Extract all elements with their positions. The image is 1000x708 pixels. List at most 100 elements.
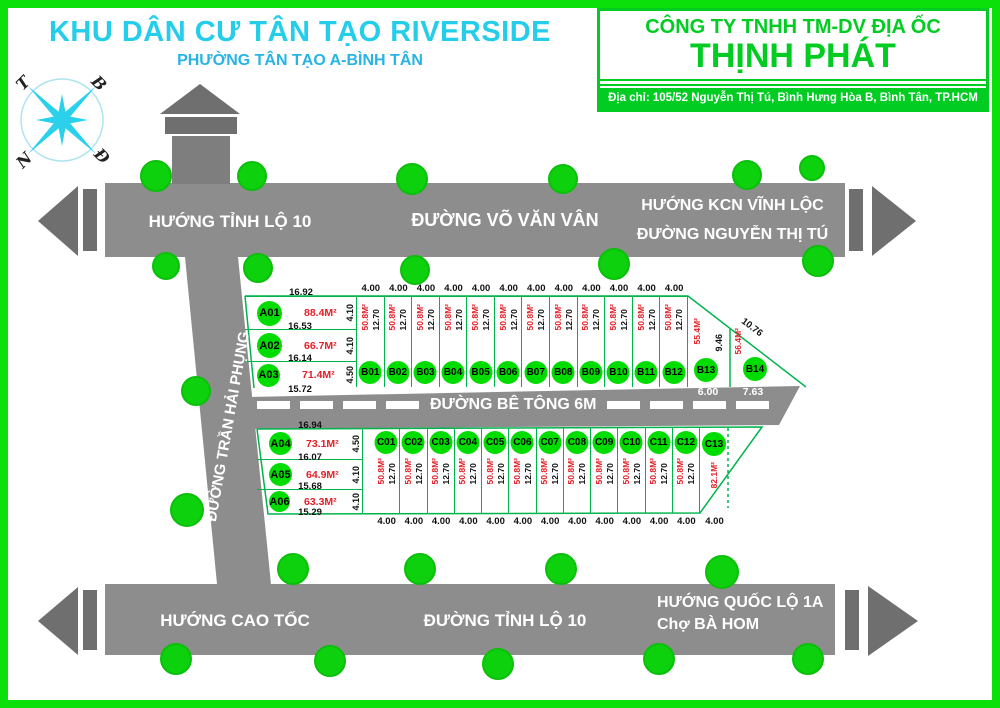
plot-id-badge: B02 bbox=[386, 361, 410, 384]
arrow-left-top-icon bbox=[38, 186, 78, 256]
dim-width: 4.00 bbox=[471, 283, 491, 294]
road-label-top-right-2: ĐƯỜNG NGUYỄN THỊ TÚ bbox=[636, 226, 829, 243]
dim-width: 4.00 bbox=[540, 516, 560, 527]
road-label-bottom-center: ĐƯỜNG TỈNH LỘ 10 bbox=[423, 611, 587, 630]
plot-cell: C02 50.8M² 12.70 bbox=[400, 428, 428, 513]
bottom-road bbox=[105, 584, 835, 655]
dim-width: 4.00 bbox=[431, 516, 451, 527]
company-separator bbox=[600, 79, 986, 86]
plot-id-badge: B11 bbox=[634, 361, 658, 384]
plot-cell: C05 50.8M² 12.70 bbox=[482, 428, 510, 513]
plot-id-badge: C07 bbox=[538, 431, 562, 454]
dim-width: 4.00 bbox=[637, 283, 656, 294]
compass-star bbox=[28, 86, 96, 154]
plot-cell: C07 50.8M² 12.70 bbox=[537, 428, 564, 513]
plot-cell: 50.8M² 12.70 B12 bbox=[660, 297, 688, 387]
top-road bbox=[105, 183, 845, 257]
dim-width: 4.00 bbox=[622, 516, 642, 527]
plot-area: 50.8M² bbox=[387, 304, 398, 331]
plot-area: 50.8M² bbox=[593, 458, 604, 485]
plot-depth: 12.70 bbox=[508, 309, 519, 331]
plot-area: 50.8M² bbox=[620, 458, 631, 485]
plot-area: 82.1M² bbox=[709, 462, 719, 489]
plot-cell: C03 50.8M² 12.70 bbox=[428, 428, 455, 513]
direction-arrows bbox=[38, 84, 918, 656]
compass-west-label: T bbox=[12, 71, 35, 94]
plot-depth: 12.70 bbox=[481, 309, 492, 331]
road-label-bottom-left: HƯỚNG CAO TỐC bbox=[160, 611, 310, 630]
compass-rose: B T N Đ bbox=[12, 71, 114, 173]
plot-area: 50.8M² bbox=[497, 304, 508, 331]
arrow-bar bbox=[83, 189, 97, 251]
plot-area: 50.8M² bbox=[442, 304, 453, 331]
dim-width: 4.00 bbox=[499, 283, 518, 294]
roads bbox=[105, 136, 845, 655]
plot-id-badge: A01 bbox=[257, 300, 282, 326]
plot-depth: 12.70 bbox=[495, 463, 506, 485]
arrow-bar bbox=[849, 189, 863, 251]
plot-id-badge: C12 bbox=[674, 431, 698, 454]
plot-id-badge: B06 bbox=[496, 361, 520, 384]
page-title: KHU DÂN CƯ TÂN TẠO RIVERSIDE bbox=[48, 16, 552, 48]
plot-cell: C08 50.8M² 12.70 bbox=[564, 428, 591, 513]
plot-cell: C10 50.8M² 12.70 bbox=[618, 428, 646, 513]
plot-id-badge: C09 bbox=[592, 431, 616, 454]
plot-area: 50.8M² bbox=[552, 304, 563, 331]
dim-side: 4.50 bbox=[345, 366, 355, 384]
plot-area: 55.4M² bbox=[692, 318, 702, 345]
plot-id-badge: C01 bbox=[374, 431, 398, 454]
plot-id-badge: C13 bbox=[702, 432, 726, 456]
plot-id-badge: C02 bbox=[401, 431, 425, 454]
plot-area: 66.7M² bbox=[304, 339, 337, 352]
plot-row: A06 63.3M² 4.10 bbox=[257, 490, 362, 513]
plot-cell: C01 50.8M² 12.70 bbox=[373, 428, 401, 513]
plot-depth: 12.70 bbox=[522, 463, 533, 485]
dim-width: 4.00 bbox=[377, 516, 396, 527]
plot-area: 50.8M² bbox=[359, 304, 370, 331]
plot-cell: 50.8M² 12.70 B11 bbox=[633, 297, 661, 387]
dim-width: 4.00 bbox=[416, 283, 436, 294]
plot-depth: 12.70 bbox=[646, 309, 657, 331]
plot-area: 50.8M² bbox=[457, 458, 468, 485]
plot-id-badge: B03 bbox=[413, 361, 437, 384]
dim-b13-base: 6.00 bbox=[697, 386, 719, 398]
plot-depth: 12.70 bbox=[425, 309, 436, 331]
plot-depth: 12.70 bbox=[686, 463, 697, 485]
plot-cell: 50.8M² 12.70 B03 bbox=[412, 297, 440, 387]
plot-area: 50.8M² bbox=[525, 304, 536, 331]
plot-row: A05 64.9M² 4.10 bbox=[257, 460, 362, 490]
plot-id-badge: A04 bbox=[269, 432, 292, 455]
plot-cell: 50.8M² 12.70 B07 bbox=[522, 297, 551, 387]
road-label-top-center: ĐƯỜNG VÕ VĂN VÂN bbox=[411, 210, 599, 230]
plot-row: A01 88.4M² 4.10 bbox=[245, 297, 356, 330]
plot-id-badge: B01 bbox=[358, 361, 382, 384]
plot-id-badge: B08 bbox=[551, 361, 575, 384]
plot-area: 50.8M² bbox=[375, 458, 386, 485]
plot-cell: C12 50.8M² 12.70 bbox=[673, 428, 700, 513]
plot-area: 50.8M² bbox=[484, 458, 495, 485]
dim-width: 4.00 bbox=[705, 516, 724, 527]
dim-width: 4.00 bbox=[649, 516, 669, 527]
page-subtitle: PHƯỜNG TÂN TẠO A-BÌNH TÂN bbox=[177, 52, 423, 69]
plot-area: 50.8M² bbox=[511, 458, 522, 485]
plot-depth: 12.70 bbox=[659, 463, 670, 485]
arrow-bar bbox=[845, 590, 859, 650]
plot-id-badge: C11 bbox=[647, 431, 671, 454]
trees bbox=[140, 155, 834, 680]
dim-a-row: 16.14 bbox=[288, 353, 312, 364]
plot-depth: 12.70 bbox=[413, 463, 424, 485]
plot-cell: C11 50.8M² 12.70 bbox=[646, 428, 673, 513]
dim-width: 4.00 bbox=[595, 516, 614, 527]
plot-depth: 12.70 bbox=[631, 463, 642, 485]
arrow-right-top-icon bbox=[872, 186, 916, 256]
plot-depth: 12.70 bbox=[550, 463, 561, 485]
plot-id-badge: B09 bbox=[579, 361, 603, 384]
company-box: CÔNG TY TNHH TM-DV ĐỊA ỐC THỊNH PHÁT Địa… bbox=[597, 8, 989, 112]
plot-id-badge: A03 bbox=[257, 363, 280, 387]
company-name: THỊNH PHÁT bbox=[690, 37, 896, 75]
dim-width: 4.00 bbox=[389, 283, 408, 294]
road-label-middle: ĐƯỜNG BÊ TÔNG 6M bbox=[430, 396, 597, 413]
